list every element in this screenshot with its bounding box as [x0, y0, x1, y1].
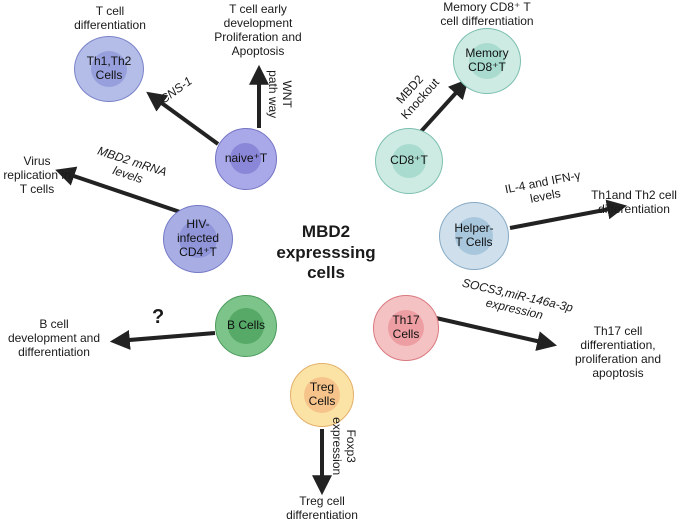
- arrow-naive-to-th12: [146, 91, 220, 146]
- memory-cd8-t-cell: Memory CD8⁺T: [453, 28, 521, 94]
- b-cell: B Cells: [215, 295, 277, 357]
- t-cell-differentiation-text: T cell differentiation: [74, 4, 146, 33]
- naive-t-cell: naive⁺T: [215, 128, 277, 190]
- question-mark: ?: [152, 306, 165, 328]
- foxp3-expression-label: Foxp3 expression: [330, 417, 359, 476]
- b-cell-label: B Cells: [226, 318, 265, 333]
- arrow-hiv-to-virus: [55, 166, 181, 214]
- diagram-title: MBD2 expresssing cells: [276, 222, 376, 283]
- wnt-pathway-label: WNT path way: [266, 70, 295, 119]
- memory-cell-label: Memory CD8⁺T: [465, 46, 509, 74]
- treg-differentiation-text: Treg cell differentiation: [286, 494, 358, 523]
- th17-cell: Th17 Cells: [373, 295, 439, 361]
- naive-t-cell-nucleus: [230, 143, 261, 174]
- memory-cd8-differentiation-text: Memory CD8⁺ T cell differentiation: [440, 0, 534, 29]
- th1-th2-cell-label: Th1,Th2 Cells: [86, 54, 132, 82]
- memory-cell-nucleus: [469, 43, 505, 79]
- cd8-t-cell: CD8⁺T: [375, 128, 443, 194]
- hiv-cell-nucleus: [179, 220, 217, 258]
- th17-cell-label: Th17 Cells: [392, 313, 420, 341]
- naive-t-cell-label: naive⁺T: [224, 151, 268, 166]
- treg-cell-label: Treg Cells: [308, 380, 336, 408]
- cd8-t-cell-nucleus: [392, 144, 426, 178]
- helper-t-cell: Helper- T Cells: [439, 202, 509, 270]
- th1-th2-cell-nucleus: [91, 51, 127, 87]
- b-cell-development-text: B cell development and differentiation: [7, 317, 101, 360]
- b-cell-nucleus: [228, 308, 264, 344]
- th17-cell-nucleus: [388, 310, 424, 346]
- treg-cell-nucleus: [304, 377, 340, 413]
- helper-cell-nucleus: [455, 217, 493, 255]
- cd8-t-cell-label: CD8⁺T: [390, 153, 428, 168]
- th17-differentiation-text: Th17 cell differentiation, proliferation…: [574, 324, 662, 381]
- th1-th2-cell: Th1,Th2 Cells: [74, 36, 144, 102]
- arrow-bcell-to-bdev: [109, 329, 216, 350]
- helper-cell-label: Helper- T Cells: [454, 221, 494, 249]
- virus-replication-text: Virus replication in T cells: [3, 154, 71, 197]
- arrow-th17-to-th17diff: [435, 316, 558, 351]
- arrow-cd8-to-memory: [414, 78, 469, 139]
- th1-th2-differentiation-text: Th1and Th2 cell differentiation: [591, 188, 677, 217]
- t-cell-early-development-text: T cell early development Proliferation a…: [214, 2, 302, 59]
- arrow-helper-to-th1th2: [509, 199, 628, 230]
- treg-cell: Treg Cells: [290, 363, 354, 427]
- hiv-cell-label: HIV- infected CD4⁺T: [176, 217, 220, 259]
- hiv-infected-cd4-t-cell: HIV- infected CD4⁺T: [163, 205, 233, 273]
